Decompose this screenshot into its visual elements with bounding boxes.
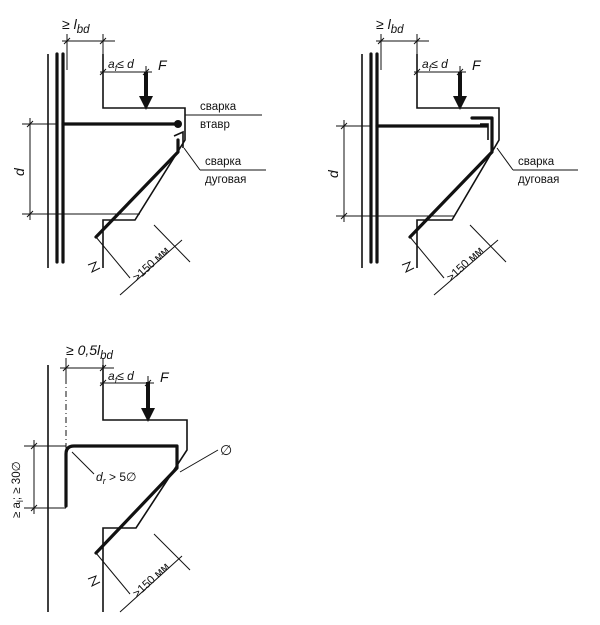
dim-tick [413,37,421,45]
dim-tick [377,37,385,45]
diagram-bent-bar: ≥ 0,5lbd af≤ d F ≥ al; ≥ 30∅ dr > 5∅ ∅ >… [11,342,232,613]
weld-label-line2: втавр [200,119,230,131]
depth-label: d [325,169,341,178]
dim-tick [413,68,421,76]
dim-line [119,555,183,613]
anchorage-label: ≥ 0,5lbd [66,342,114,362]
diagram-welded-arc: ≥ lbd af≤ d F d сварка дуговая >150 мм [325,16,578,296]
spacing-label: af≤ d [108,57,134,73]
force-arrowhead [453,96,467,110]
arc-weld-mark [480,123,489,140]
spacing-label: af≤ d [422,57,448,73]
dim-tick [340,122,348,130]
leader-line [71,451,95,475]
dim-tick [142,68,150,76]
dim-ext [153,533,191,571]
dim-tick [62,364,70,372]
diameter-label: ∅ [220,442,232,458]
dim-tick [26,120,34,128]
dim-tick [26,210,34,218]
break-mark [401,261,415,274]
anchorage-label: ≥ lbd [62,16,90,36]
weld-label-line1: сварка [518,156,555,168]
dim-tick [30,442,38,450]
min-dim-label: >150 мм [131,245,172,284]
dim-tick [99,37,107,45]
column-outline [361,54,500,268]
depth-label: d [11,167,27,176]
dim-ext [409,236,445,279]
inclined-bar [408,116,494,239]
min-dim-label: >150 мм [445,245,486,284]
dim-ext [469,224,507,263]
force-arrowhead [139,96,153,110]
force-label: F [158,57,168,73]
dim-line [119,239,183,296]
dim-tick [63,37,71,45]
arc-weld-mark [173,130,184,148]
leader-line [179,449,219,473]
break-mark [87,261,101,274]
dim-tick [456,68,464,76]
dim-ext [95,552,131,595]
dim-tick [30,504,38,512]
column-outline [47,54,186,268]
inclined-bar [94,138,180,239]
min-dim-label: >150 мм [131,561,172,600]
weld-label-line1: сварка [200,101,237,113]
bent-bar [64,444,179,555]
dim-tick [99,68,107,76]
dim-line [433,239,499,296]
dim-tick [144,379,152,387]
column-outline [47,365,188,612]
dim-ext [95,236,131,279]
bend-radius-label: dr > 5∅ [96,470,137,486]
break-mark [87,575,101,588]
weld-label-line2: дуговая [205,174,246,186]
dim-tick [99,379,107,387]
lap-label: ≥ al; ≥ 30∅ [11,461,25,518]
anchorage-label: ≥ lbd [376,16,404,36]
force-label: F [472,57,482,73]
leader-line [183,147,201,171]
force-label: F [160,369,170,385]
dim-tick [340,212,348,220]
force-arrowhead [141,408,155,422]
dim-ext [153,224,191,263]
leader-line [496,147,514,171]
weld-label-line2: дуговая [518,174,559,186]
tee-weld-mark [174,120,182,128]
spacing-label: af≤ d [108,369,134,385]
dim-tick [99,364,107,372]
weld-label-line1: сварка [205,156,242,168]
diagram-welded-tee: ≥ lbd af≤ d F d сварка втавр сварка дуго… [11,16,266,296]
